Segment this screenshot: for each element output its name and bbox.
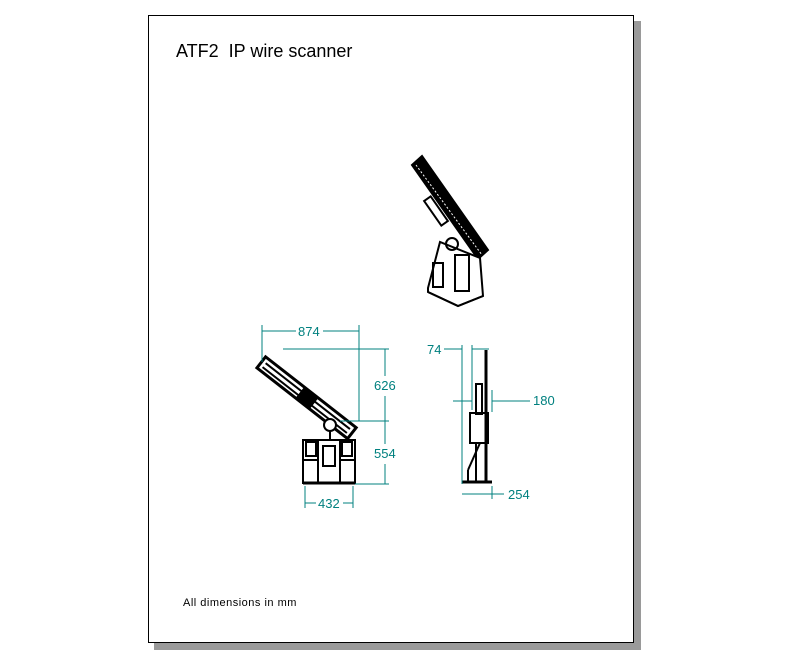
drawing-sheet xyxy=(148,15,634,643)
dim-side-depth: 180 xyxy=(533,393,555,408)
side-view xyxy=(462,350,492,484)
units-note: All dimensions in mm xyxy=(183,597,297,609)
dim-front-width: 874 xyxy=(298,324,320,339)
dim-lower-height: 554 xyxy=(374,446,396,461)
dim-side-base: 254 xyxy=(508,487,530,502)
dim-base-width: 432 xyxy=(318,496,340,511)
dim-side-offset: 74 xyxy=(427,342,441,357)
dim-upper-height: 626 xyxy=(374,378,396,393)
isometric-view xyxy=(410,154,490,308)
front-view xyxy=(254,354,359,485)
page-title: ATF2 IP wire scanner xyxy=(176,41,353,61)
dimension-lines xyxy=(261,325,530,508)
